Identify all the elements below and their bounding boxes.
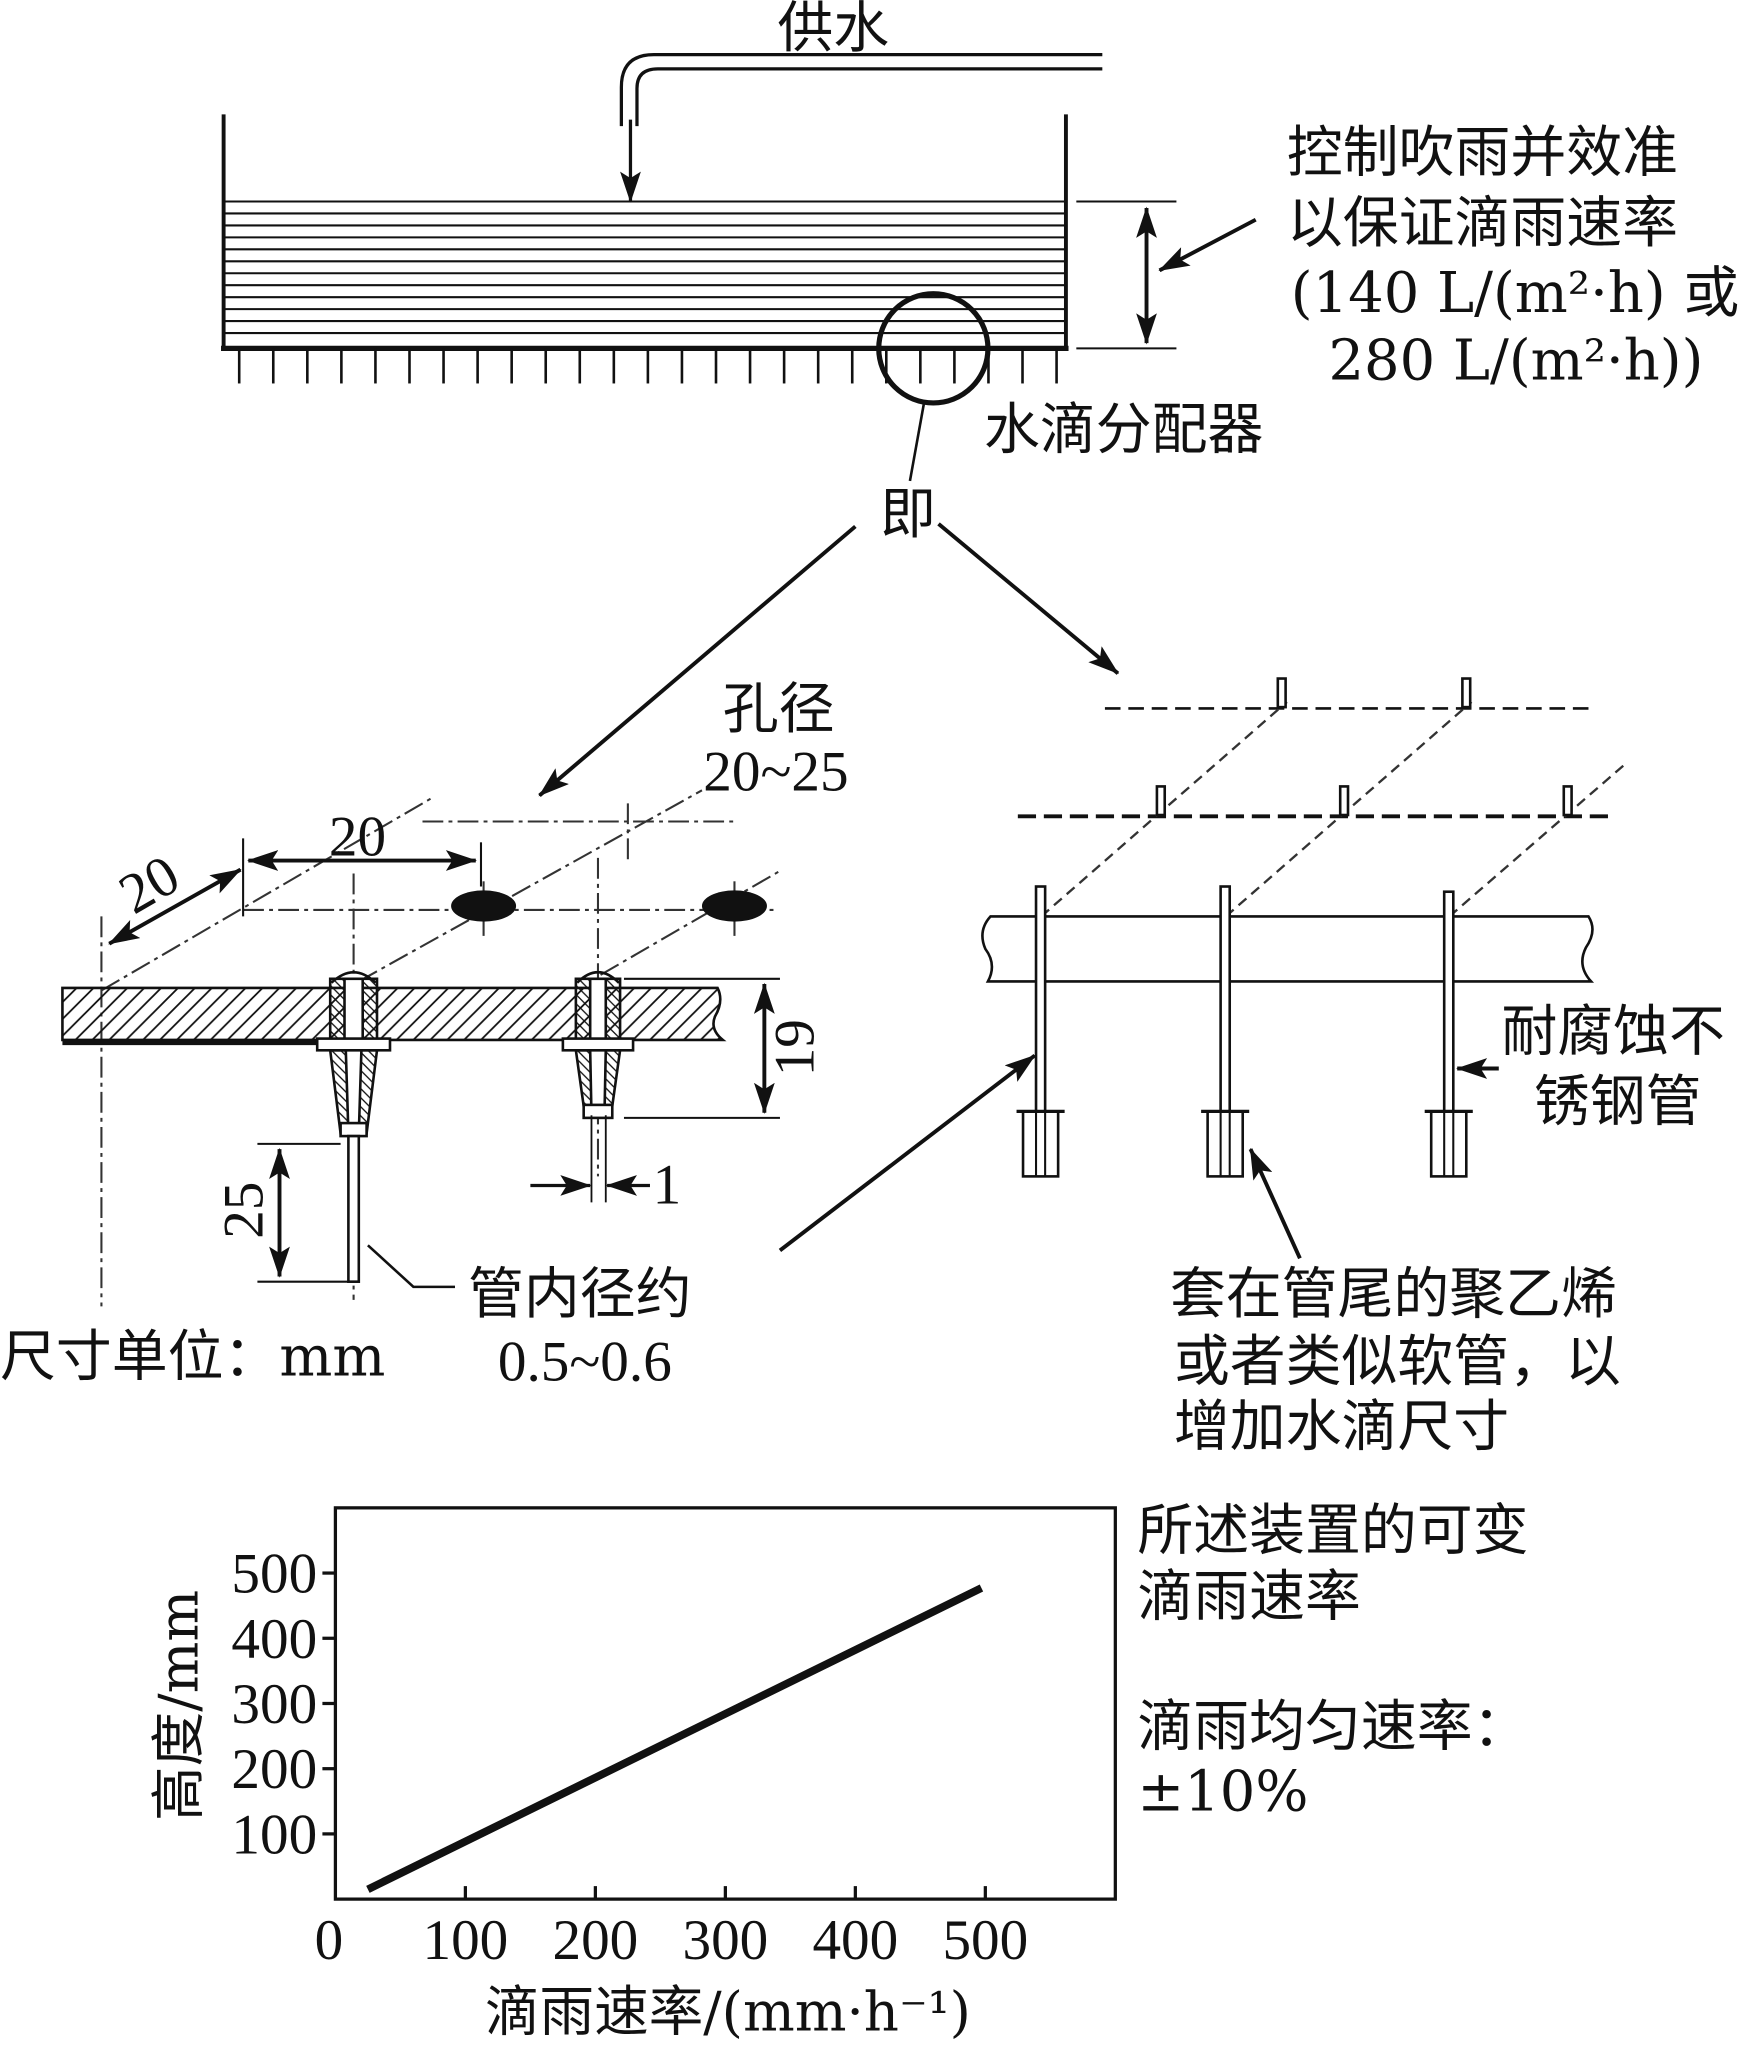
needle-length-dimension [257, 1142, 349, 1283]
hose-sleeve [1429, 1110, 1468, 1178]
plate-height-label: 19 [764, 1019, 827, 1076]
horizontal-spacing-dimension [242, 838, 483, 917]
ie-label: 即 [880, 482, 936, 547]
sleeve-note-line-2: 或者类似软管，以 [1174, 1329, 1621, 1394]
calibration-note-line-1: 控制吹雨并效准 [1287, 121, 1678, 186]
distributor-leader [908, 401, 926, 482]
plate-height-dimension [623, 977, 780, 1119]
y-tick-label: 100 [231, 1803, 317, 1866]
inner-diameter-leader [367, 1244, 455, 1289]
variable-rate-note-line-1: 所述装置的可变 [1137, 1498, 1528, 1563]
y-tick-label: 200 [231, 1738, 317, 1801]
tube-array-layout [1017, 677, 1626, 918]
nozzle-hole-top-view [451, 890, 517, 922]
hose-sleeve [1021, 1110, 1060, 1178]
stainless-tube-label-line-2: 锈钢管 [1534, 1069, 1702, 1134]
pipe-outer-wall [619, 52, 1103, 127]
water-level-lines [223, 200, 1066, 335]
inner-diameter-value: 0.5~0.6 [498, 1330, 672, 1393]
x-tick-label: 500 [942, 1909, 1028, 1972]
detail-arrow-right [937, 522, 1120, 675]
sleeve-note-line-3: 增加水滴尺寸 [1174, 1394, 1509, 1459]
hole-value: 20~25 [703, 740, 848, 803]
needle-length-label: 25 [213, 1182, 276, 1239]
y-axis-label: 高度/mm [147, 1590, 211, 1821]
tube-pin [1338, 785, 1350, 817]
hole-label: 孔径 [723, 677, 835, 742]
supply-label: 供水 [777, 0, 889, 61]
water-tank [221, 114, 1069, 384]
calibration-note-line-2: 以保证滴雨速率 [1287, 191, 1678, 256]
tip-width-label: 1 [653, 1154, 682, 1217]
x-tick-label: 400 [812, 1909, 898, 1972]
tip-width-dimension [530, 1115, 650, 1203]
tube-pin [1461, 677, 1472, 709]
x-axis-label: 滴雨速率/(mm·h⁻¹) [485, 1979, 971, 2043]
plate-section [61, 986, 727, 1042]
nozzle [561, 971, 635, 1120]
hose-sleeve [1206, 1110, 1245, 1178]
series-line [366, 1584, 984, 1893]
distributor-label: 水滴分配器 [984, 397, 1263, 462]
plot-frame [333, 1506, 1117, 1901]
x-tick-label: 0 [315, 1909, 344, 1972]
x-tick-label: 200 [552, 1909, 638, 1972]
nozzle-plate [61, 986, 727, 1046]
stainless-tube [1424, 890, 1473, 1178]
sleeve-pointer [1248, 1147, 1302, 1260]
horizontal-spacing-label: 20 [329, 805, 386, 868]
needle [347, 1134, 361, 1283]
calibration-note-line-4: 280 L/(m²·h)) [1329, 329, 1704, 394]
uniformity-note-line-2: ±10% [1137, 1760, 1308, 1825]
nozzle-with-needle [315, 971, 392, 1283]
y-tick-label: 500 [231, 1543, 317, 1606]
uniformity-note-line-1: 滴雨均匀速率： [1137, 1695, 1528, 1760]
variable-rate-note-line-2: 滴雨速率 [1137, 1565, 1361, 1630]
detail-arrow-left [538, 524, 857, 798]
support-beam [981, 915, 1595, 983]
y-tick-label: 300 [231, 1673, 317, 1736]
diagonal-spacing-label: 20 [109, 843, 190, 926]
stainless-tube-label-line-1: 耐腐蚀不 [1501, 999, 1725, 1064]
y-tick-label: 400 [231, 1608, 317, 1671]
dripper-ticks [237, 348, 1058, 384]
distributor-highlight-circle [876, 291, 991, 406]
units-note: 尺寸单位：mm [0, 1324, 385, 1389]
x-tick-label: 100 [422, 1909, 508, 1972]
needle-to-tube-pointer [778, 1053, 1036, 1253]
pipe-inner-wall [635, 67, 1103, 127]
nozzle-layout-centerlines [100, 789, 781, 1307]
calibration-note-line-3: (140 L/(m²·h) 或 [1291, 261, 1738, 326]
x-tick-label: 300 [682, 1909, 768, 1972]
supply-pipe [619, 52, 1103, 203]
sleeve-note-line-1: 套在管尾的聚乙烯 [1170, 1262, 1617, 1327]
water-depth-dimension [1076, 200, 1257, 350]
tube-pin [1276, 677, 1287, 709]
tube-pin [1562, 785, 1573, 817]
nozzle-hole-top-view [701, 890, 767, 922]
inner-diameter-label: 管内径约 [468, 1262, 692, 1327]
diagonal-spacing-dimension [108, 867, 242, 946]
tube-pin [1155, 785, 1167, 817]
stainless-tube [1201, 885, 1250, 1178]
depth-pointer-arrow [1158, 217, 1257, 273]
stainless-tube [1016, 885, 1065, 1178]
